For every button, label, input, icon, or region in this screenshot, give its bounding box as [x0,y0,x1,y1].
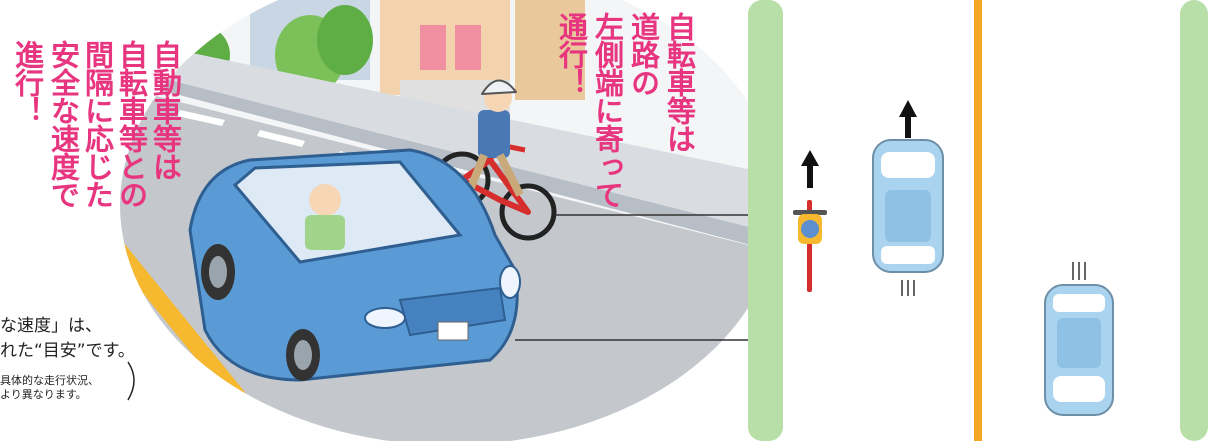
car-rule-col-3: 間隔に応じた [80,40,115,208]
right-edge-green [1180,0,1208,441]
plan-view [748,0,1208,441]
bicycle-rule-col-4: 通行！ [554,12,589,96]
bicycle-rule-col-2: 道路の [626,12,661,96]
car-rule-col-2: 自転車等との [114,40,149,208]
bike-lane-green [748,0,783,441]
bicycle-rule-col-1: 自転車等は [662,12,697,152]
plan-center-line [974,0,982,441]
tree [317,5,373,75]
speed-note-line-2: れた“目安”です。 [0,341,135,361]
car-topview [872,100,944,296]
building [515,0,585,100]
curb [130,70,780,258]
note-bracket [127,361,135,401]
speed-note-line-1: な速度」は、 [0,316,102,336]
car-rule-col-4: 安全な速度で [46,40,81,208]
sidewalk [130,40,780,240]
car-rule-col-1: 自動車等は [148,40,183,180]
oncoming-car-topview [1044,262,1114,416]
bicycle-rule-col-3: 左側端に寄って [590,12,625,208]
small-note-line-2: より異なります。 [0,388,87,401]
bicycle-topview [793,150,827,292]
blue-car [188,148,521,382]
small-note-line-1: 具体的な走行状況、 [0,374,99,387]
car-rule-col-5: 進行！ [10,40,45,124]
